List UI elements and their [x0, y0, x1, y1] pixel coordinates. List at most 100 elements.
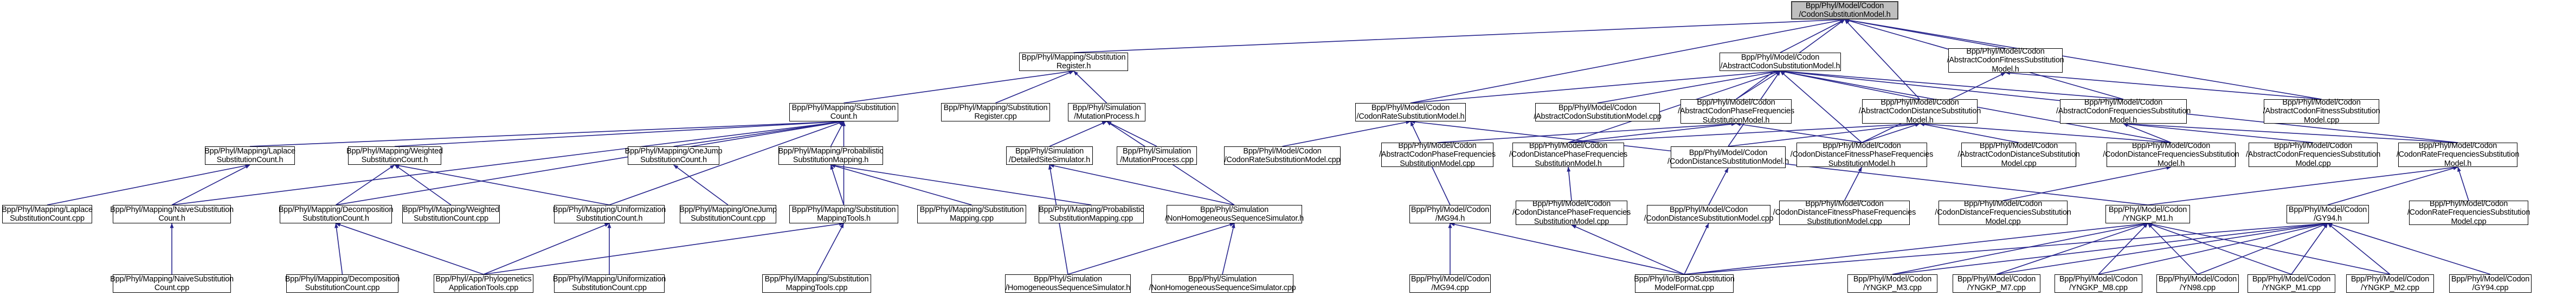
graph-node[interactable]: Bpp/Phyl/Model/Codon /CodonDistanceSubst… — [1667, 146, 1789, 168]
graph-edge — [2147, 223, 2292, 275]
graph-node[interactable]: Bpp/Phyl/Mapping/Substitution Mapping.cp… — [917, 205, 1026, 223]
graph-node[interactable]: Bpp/Phyl/Model/Codon /YNGKP_M1.h — [2105, 205, 2190, 223]
graph-node[interactable]: Bpp/Phyl/Mapping/Decomposition Substitut… — [279, 205, 394, 223]
graph-node[interactable]: Bpp/Phyl/Model/Codon /MG94.cpp — [1409, 274, 1491, 293]
graph-node[interactable]: Bpp/Phyl/Model/Codon /AbstractCodonFitne… — [2263, 98, 2380, 125]
graph-node-label: Bpp/Phyl/Model/Codon /AbstractCodonPhase… — [1379, 142, 1496, 168]
graph-node[interactable]: Bpp/Phyl/Model/Codon /YNGKP_M8.cpp — [2055, 274, 2142, 293]
graph-node[interactable]: Bpp/Phyl/Model/Codon /CodonDistanceFrequ… — [2103, 142, 2239, 168]
graph-edge — [1049, 121, 1107, 147]
graph-node[interactable]: Bpp/Phyl/Model/Codon /CodonDistanceSubst… — [1644, 205, 1774, 223]
graph-node[interactable]: Bpp/Phyl/Model/Codon /CodonDistancePhase… — [1512, 200, 1631, 226]
graph-node[interactable]: Bpp/Phyl/Mapping/Substitution Register.c… — [941, 103, 1050, 121]
graph-node[interactable]: Bpp/Phyl/Model/Codon /CodonDistanceFitne… — [1791, 142, 1934, 168]
graph-node[interactable]: Bpp/Phyl/App/Phylogenetics ApplicationTo… — [434, 274, 533, 293]
graph-node[interactable]: Bpp/Phyl/Mapping/Substitution MappingToo… — [762, 274, 871, 293]
graph-node[interactable]: Bpp/Phyl/Model/Codon /AbstractCodonPhase… — [1678, 98, 1794, 124]
graph-node[interactable]: Bpp/Phyl/Model/Codon /MG94.h — [1409, 205, 1491, 223]
graph-node[interactable]: Bpp/Phyl/Mapping/Substitution Count.h — [789, 103, 898, 121]
graph-node[interactable]: Bpp/Phyl/Model/Codon /AbstractCodonPhase… — [1379, 142, 1496, 168]
graph-node-label: Bpp/Phyl/Io/BppOSubstitution ModelFormat… — [1634, 274, 1735, 292]
graph-node-label: Bpp/Phyl/Mapping/Decomposition Substitut… — [285, 274, 400, 292]
graph-node[interactable]: Bpp/Phyl/Model/Codon /CodonDistanceFitne… — [1773, 200, 1916, 226]
graph-node[interactable]: Bpp/Phyl/Mapping/NaiveSubstitution Count… — [110, 274, 234, 293]
graph-node[interactable]: Bpp/Phyl/Model/Codon /AbstractCodonSubst… — [1720, 53, 1841, 71]
graph-node[interactable]: Bpp/Phyl/Mapping/Probabilistic Substitut… — [1039, 205, 1144, 223]
graph-node[interactable]: Bpp/Phyl/Simulation /NonHomogeneousSeque… — [1149, 274, 1296, 293]
graph-node[interactable]: Bpp/Phyl/Mapping/OneJump SubstitutionCou… — [625, 146, 723, 165]
graph-node[interactable]: Bpp/Phyl/Model/Codon /GY94.h — [2287, 205, 2369, 223]
graph-edge — [1996, 223, 2148, 275]
graph-edge — [394, 164, 452, 205]
graph-node[interactable]: Bpp/Phyl/Model/Codon /YNGKP_M7.cpp — [1953, 274, 2040, 293]
graph-node[interactable]: Bpp/Phyl/Simulation /NonHomogeneousSeque… — [1165, 205, 1304, 223]
graph-edge — [1571, 224, 1685, 275]
graph-node[interactable]: Bpp/Phyl/Mapping/OneJump SubstitutionCou… — [679, 205, 777, 223]
graph-edge — [2197, 223, 2328, 275]
graph-node[interactable]: Bpp/Phyl/Mapping/Laplace SubstitutionCou… — [204, 146, 295, 165]
graph-node[interactable]: Bpp/Phyl/Simulation /MutationProcess.cpp — [1117, 146, 1197, 165]
graph-node[interactable]: Bpp/Phyl/Model/Codon /CodonRateFrequenci… — [2407, 200, 2530, 226]
graph-node[interactable]: Bpp/Phyl/Mapping/Weighted SubstitutionCo… — [346, 146, 443, 165]
graph-node[interactable]: Bpp/Phyl/Model/Codon /YNGKP_M3.cpp — [1847, 274, 1937, 293]
graph-node[interactable]: Bpp/Phyl/Model/Codon /CodonDistanceFrequ… — [1935, 200, 2071, 226]
graph-edge — [2147, 223, 2198, 275]
graph-node[interactable]: Bpp/Phyl/Mapping/Weighted SubstitutionCo… — [402, 205, 500, 223]
graph-node-label: Bpp/Phyl/Mapping/OneJump SubstitutionCou… — [679, 205, 777, 223]
graph-node-label: Bpp/Phyl/Model/Codon /CodonRateSubstitut… — [1224, 146, 1341, 164]
graph-node[interactable]: Bpp/Phyl/Model/Codon /AbstractCodonFitne… — [1947, 47, 2064, 73]
graph-node[interactable]: Bpp/Phyl/Mapping/Uniformization Substitu… — [553, 205, 666, 223]
graph-node[interactable]: Bpp/Phyl/Model/Codon /CodonRateFrequenci… — [2397, 142, 2520, 168]
graph-node-label: Bpp/Phyl/Model/Codon /CodonDistanceFitne… — [1773, 200, 1916, 226]
graph-node-label: Bpp/Phyl/Mapping/Laplace SubstitutionCou… — [204, 146, 295, 164]
graph-node[interactable]: Bpp/Phyl/Simulation /HomogeneousSequence… — [1005, 274, 1131, 293]
graph-node-label: Bpp/Phyl/Model/Codon /CodonDistanceFrequ… — [1935, 200, 2071, 226]
graph-node-label: Bpp/Phyl/Mapping/NaiveSubstitution Count… — [110, 205, 234, 223]
graph-node-label: Bpp/Phyl/Simulation /NonHomogeneousSeque… — [1149, 274, 1296, 292]
graph-edge — [1567, 166, 1572, 201]
graph-node-label: Bpp/Phyl/Model/Codon /AbstractCodonFitne… — [2263, 98, 2380, 125]
graph-edge — [1996, 222, 2328, 275]
graph-node[interactable]: Bpp/Phyl/Model/Codon /YNGKP_M2.cpp — [2346, 274, 2434, 293]
graph-node[interactable]: Bpp/Phyl/Model/Codon /AbstractCodonDista… — [1957, 142, 2080, 168]
graph-node[interactable]: Bpp/Phyl/Model/Codon /CodonSubstitutionM… — [1791, 1, 1898, 20]
graph-node[interactable]: Bpp/Phyl/Mapping/Uniformization Substitu… — [553, 274, 666, 293]
graph-edge — [2327, 166, 2458, 205]
graph-edge — [843, 69, 1074, 104]
graph-edge — [1437, 122, 1736, 143]
graph-node-label: Bpp/Phyl/Model/Codon /YNGKP_M2.cpp — [2350, 274, 2430, 292]
graph-node[interactable]: Bpp/Phyl/Simulation /DetailedSiteSimulat… — [1006, 146, 1093, 165]
graph-node-label: Bpp/Phyl/Mapping/Substitution Register.h — [1021, 53, 1126, 70]
graph-node[interactable]: Bpp/Phyl/Simulation /MutationProcess.h — [1068, 103, 1145, 121]
graph-node-label: Bpp/Phyl/Mapping/Probabilistic Substitut… — [778, 146, 884, 164]
graph-node-label: Bpp/Phyl/Model/Codon /AbstractCodonFrequ… — [2056, 98, 2191, 125]
graph-node[interactable]: Bpp/Phyl/Mapping/Laplace SubstitutionCou… — [2, 205, 93, 223]
graph-edge — [336, 223, 484, 275]
graph-node[interactable]: Bpp/Phyl/Model/Codon /AbstractCodonDista… — [1859, 98, 1981, 124]
graph-node[interactable]: Bpp/Phyl/Model/Codon /YNGKP_M1.cpp — [2247, 274, 2335, 293]
graph-node[interactable]: Bpp/Phyl/Model/Codon /AbstractCodonFrequ… — [2245, 142, 2381, 168]
graph-node[interactable]: Bpp/Phyl/Mapping/NaiveSubstitution Count… — [110, 205, 234, 223]
graph-edge — [816, 223, 845, 275]
graph-edge — [2098, 223, 2148, 275]
graph-node[interactable]: Bpp/Phyl/Io/BppOSubstitution ModelFormat… — [1634, 274, 1735, 293]
graph-node[interactable]: Bpp/Phyl/Model/Codon /CodonRateSubstitut… — [1224, 146, 1341, 165]
graph-node-label: Bpp/Phyl/Mapping/Probabilistic Substitut… — [1039, 205, 1144, 223]
graph-edge — [2147, 165, 2458, 205]
graph-node-label: Bpp/Phyl/Model/Codon /CodonDistanceSubst… — [1644, 205, 1774, 223]
graph-node[interactable]: Bpp/Phyl/Model/Codon /YN98.cpp — [2156, 274, 2239, 293]
graph-edge — [2002, 166, 2172, 201]
graph-edge — [1282, 120, 1411, 147]
graph-node[interactable]: Bpp/Phyl/Model/Codon /CodonRateSubstitut… — [1355, 103, 1466, 121]
graph-node[interactable]: Bpp/Phyl/Model/Codon /AbstractCodonSubst… — [1534, 103, 1661, 121]
graph-node[interactable]: Bpp/Phyl/Model/Codon /GY94.cpp — [2449, 274, 2532, 293]
graph-node[interactable]: Bpp/Phyl/Mapping/Probabilistic Substitut… — [778, 146, 884, 165]
graph-node-label: Bpp/Phyl/Model/Codon /AbstractCodonFrequ… — [2245, 142, 2381, 168]
graph-node[interactable]: Bpp/Phyl/Mapping/Decomposition Substitut… — [285, 274, 400, 293]
graph-node-label: Bpp/Phyl/Model/Codon /CodonDistanceSubst… — [1667, 148, 1789, 166]
graph-node[interactable]: Bpp/Phyl/Mapping/Substitution Register.h — [1019, 53, 1128, 71]
graph-node[interactable]: Bpp/Phyl/Model/Codon /AbstractCodonFrequ… — [2056, 98, 2191, 124]
graph-node[interactable]: Bpp/Phyl/Mapping/Substitution MappingToo… — [789, 205, 898, 223]
graph-node[interactable]: Bpp/Phyl/Model/Codon /CodonDistancePhase… — [1509, 142, 1627, 168]
